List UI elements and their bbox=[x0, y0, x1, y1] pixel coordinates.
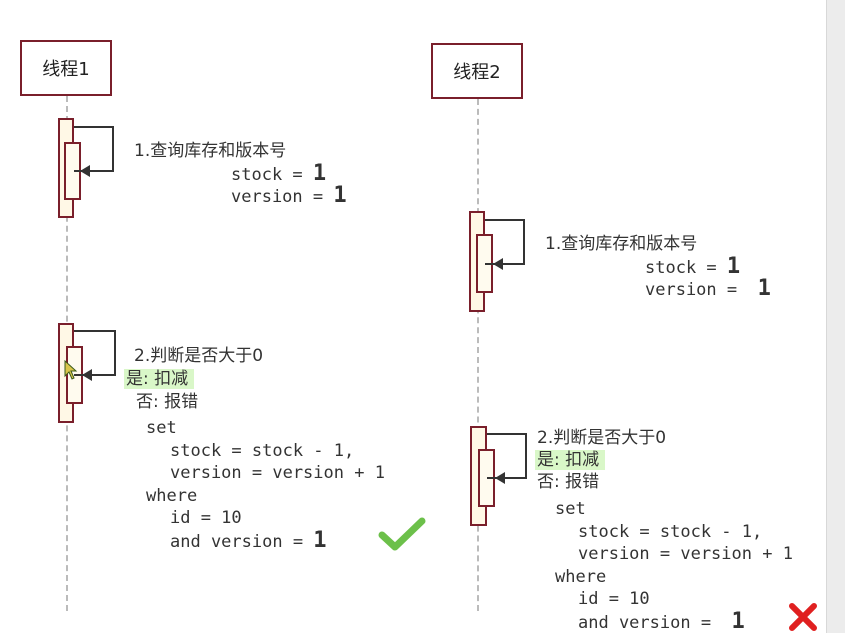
sql-version: version = version + 1 bbox=[578, 544, 793, 564]
arrowhead-icon bbox=[493, 258, 503, 270]
arrowhead-icon bbox=[495, 472, 505, 484]
sql-id: id = 10 bbox=[578, 589, 650, 609]
actor-thread-1: 线程1 bbox=[20, 40, 112, 96]
yes-branch: 是: 扣减 bbox=[535, 449, 606, 471]
lifeline-thread-2 bbox=[477, 99, 479, 611]
step2-label: 2.判断是否大于0 bbox=[537, 428, 667, 448]
arrowhead-icon bbox=[80, 165, 90, 177]
sql-id: id = 10 bbox=[170, 508, 242, 528]
actor-title: 线程2 bbox=[453, 62, 501, 83]
self-call-arrow bbox=[485, 219, 525, 265]
yes-branch: 是: 扣减 bbox=[124, 368, 195, 390]
stock-line: stock = 1 bbox=[231, 161, 327, 186]
step1-label: 1.查询库存和版本号 bbox=[134, 141, 287, 161]
self-call-arrow bbox=[487, 433, 527, 479]
self-call-arrow bbox=[74, 330, 116, 376]
cross-icon bbox=[789, 603, 817, 631]
actor-thread-2: 线程2 bbox=[431, 43, 523, 99]
sql-where: where bbox=[146, 486, 198, 506]
step2-label: 2.判断是否大于0 bbox=[134, 346, 264, 366]
check-icon bbox=[378, 517, 426, 551]
no-branch: 否: 报错 bbox=[136, 392, 199, 412]
sql-where: where bbox=[555, 567, 607, 587]
mouse-cursor-icon bbox=[64, 360, 78, 380]
sql-stock: stock = stock - 1, bbox=[578, 522, 763, 542]
version-line: version = 1 bbox=[645, 276, 771, 301]
self-call-arrow bbox=[74, 126, 114, 172]
sql-and-version: and version = 1 bbox=[170, 528, 327, 553]
arrowhead-icon bbox=[82, 369, 92, 381]
sql-version: version = version + 1 bbox=[170, 463, 385, 483]
sql-and-version: and version = 1 bbox=[578, 609, 745, 634]
step1-label: 1.查询库存和版本号 bbox=[545, 234, 698, 254]
sql-stock: stock = stock - 1, bbox=[170, 441, 355, 461]
version-line: version = 1 bbox=[231, 183, 347, 208]
stock-line: stock = 1 bbox=[645, 254, 741, 279]
sql-set: set bbox=[146, 418, 177, 438]
actor-title: 线程1 bbox=[42, 59, 90, 80]
no-branch: 否: 报错 bbox=[537, 472, 600, 492]
scrollbar-track[interactable] bbox=[826, 0, 845, 633]
sql-set: set bbox=[555, 499, 586, 519]
